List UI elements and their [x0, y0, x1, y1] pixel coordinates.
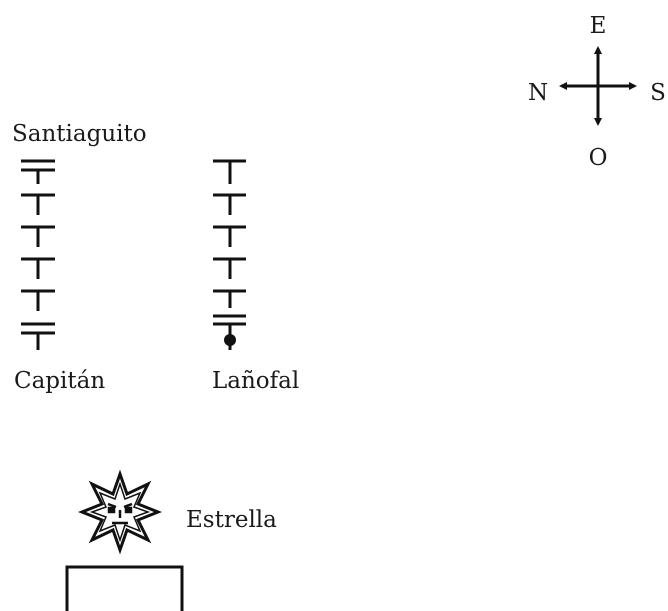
glyph-t-bar: [213, 225, 246, 247]
glyph-t-bar: [21, 225, 55, 247]
glyph-t-bar: [213, 257, 246, 279]
glyph-double-bar: [21, 322, 55, 350]
figure-label: Estrella: [186, 507, 277, 533]
glyph-column-2: [213, 159, 246, 350]
compass-west-label: O: [589, 145, 608, 171]
glyph-column-1: [21, 159, 55, 350]
column-2-bottom-label: Lañofal: [212, 368, 299, 394]
compass-north-label: N: [528, 80, 548, 106]
glyph-t-bar: [213, 193, 246, 215]
glyph-t-bar: [213, 289, 246, 308]
compass-cross-icon: [559, 46, 637, 126]
star-face-icon: [77, 469, 163, 555]
compass-south-label: S: [650, 80, 666, 106]
glyph-t-bar: [21, 257, 55, 279]
glyph-double-bar: [21, 159, 55, 184]
glyph-t-bar: [21, 193, 55, 215]
column-1-top-label: Santiaguito: [12, 121, 147, 147]
glyph-t-bar: [21, 289, 55, 311]
face-features: [107, 502, 133, 525]
compass-east-label: E: [590, 13, 607, 39]
compass-rose: E N S O: [528, 13, 666, 171]
glyph-double-bar-with-dot: [213, 314, 246, 350]
column-1-bottom-label: Capitán: [14, 368, 105, 394]
figure-base-box: [65, 565, 184, 611]
glyph-t-bar: [213, 159, 246, 184]
